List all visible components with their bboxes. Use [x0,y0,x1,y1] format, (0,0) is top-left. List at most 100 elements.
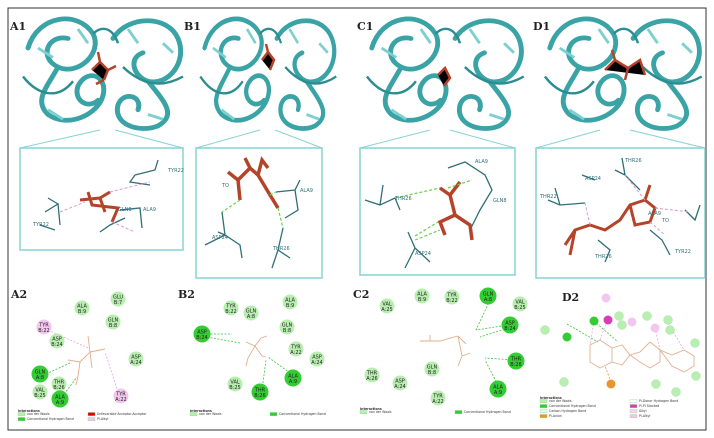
residue-id: A:24 [130,360,141,366]
residue-circle [364,367,380,383]
residue-circle [51,376,67,392]
legend-swatch [359,410,368,414]
residue-label: TYR22 [167,168,184,174]
panel-label-b2: B2 [178,288,195,301]
ligand-2d [67,335,695,386]
residue-name: VAL [382,302,392,308]
residue-circle [282,294,298,310]
residue-name: ASP [312,355,322,361]
legend-swatch [629,414,638,418]
residue-circle [414,288,430,304]
legend-swatch [629,399,638,403]
legend-title: Interactions [190,409,212,413]
residue-id: B:26 [53,385,64,391]
residue-id: A:22 [432,399,443,405]
residue-id: B:9 [286,303,294,309]
legend-label: van der Waals [199,412,222,416]
residue-label: TYR22 [674,249,691,255]
panel-label-c2: C2 [353,288,369,301]
residue-circle [279,319,295,335]
residue-circle [479,287,497,305]
residue-circle [251,383,269,401]
residue-name: ASP [197,330,207,336]
residue-circle [489,380,507,398]
residue-id: B:9 [418,297,426,303]
residue-id: A:22 [290,350,301,356]
residue-circle [507,352,525,370]
residue-name: THR [366,371,378,377]
legend-swatch [87,417,96,421]
residue-circle [589,316,599,326]
residue-label: GLN8 [118,207,132,213]
residue-id: A:9 [289,379,297,385]
residue-name: ASP [52,337,62,343]
residue-id: B:8 [109,323,117,329]
panel-label-c1: C1 [357,20,373,33]
residue-name: VAL [35,388,45,394]
figure-border [7,7,707,431]
residue-circle [690,338,700,348]
legend-label: Alkyl [639,409,647,413]
residue-circle [512,296,528,312]
residue-name: TYR [38,323,49,329]
legend-label: Pi-Anion [549,414,562,418]
residue-circle [540,325,550,335]
residue-id: A:22 [115,397,126,403]
residue-label: THR26 [394,196,412,202]
zoom-connector [535,129,706,149]
legend-label: Pi-Pi Stacked [639,404,659,408]
residue-circle [110,291,126,307]
residue-label: THR22 [539,194,557,200]
residue-diagrams: ALAB:9GLUB:7GLNB:8TYRB:22ASPB:24ASPA:24G… [31,287,701,408]
residue-label: ALA9 [300,188,313,194]
panel-label-b1: B1 [184,20,201,33]
residue-circle [424,361,440,377]
residue-circle [614,311,624,321]
residue-name: ALA [493,385,503,391]
residue-id: A:9 [56,400,64,406]
legend-label: Conventional Hydrogen Bond [27,417,74,421]
residue-circle [642,311,652,321]
legend-label: Conventional Hydrogen Bond [464,410,511,414]
residue-id: B:24 [196,335,207,341]
panel-c1: C1 ALA9 THR26 GLN8 ASP24 [357,19,524,276]
protein-ribbon [545,19,702,129]
residue-circle [606,379,616,389]
residue-circle [501,316,519,334]
residue-name: GLN [246,309,257,315]
residue-circle [665,325,675,335]
residue-name: ALA [417,292,427,298]
residue-name: ALA [285,298,295,304]
residue-name: GLN [35,370,46,376]
zoom-connector [195,129,323,149]
legend-title: Interactions [360,407,382,411]
residue-circle [193,325,211,343]
residue-id: A:9 [494,390,502,396]
zoom-connector [19,129,184,149]
residue-id: B:25 [514,305,525,311]
residue-label: TO [221,183,229,189]
residue-label: ASP24 [415,251,431,257]
interaction-lines [45,299,685,398]
residue-id: B:7 [114,300,122,306]
